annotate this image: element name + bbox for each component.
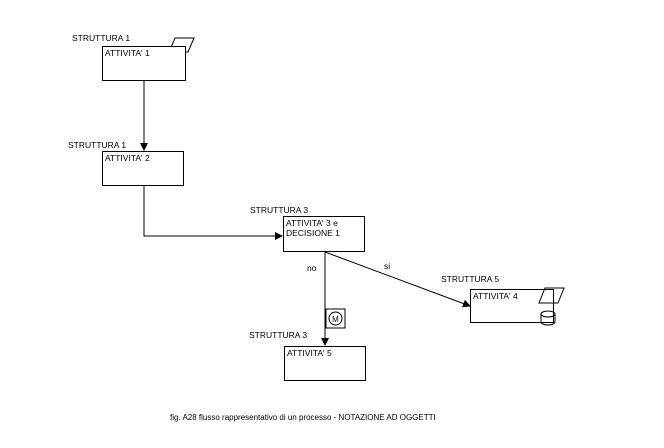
edge-2-to-3 — [143, 186, 283, 240]
activity-box: ATTIVITA' 5 — [284, 346, 366, 381]
activity-text: ATTIVITA' 2 — [105, 153, 150, 163]
figure-caption: fig. A28 flusso rappresentativo di un pr… — [170, 413, 436, 422]
m-symbol-icon: M — [325, 308, 346, 329]
activity-text: ATTIVITA' 5 — [287, 348, 332, 358]
activity-text: DECISIONE 1 — [286, 228, 340, 238]
structure-label: STRUTTURA 5 — [441, 274, 500, 284]
structure-label: STRUTTURA 3 — [249, 330, 308, 340]
activity-box: ATTIVITA' 1 — [102, 46, 186, 81]
activity-box: ATTIVITA' 4 — [470, 289, 554, 323]
edge-3-to-4-si — [324, 251, 471, 308]
edge-label-no: no — [307, 263, 317, 273]
activity-text: ATTIVITA' 4 — [473, 291, 518, 301]
edge-label-si: si — [384, 261, 391, 271]
activity-text: ATTIVITA' 1 — [105, 48, 150, 58]
structure-label: STRUTTURA 1 — [72, 33, 131, 43]
structure-label: STRUTTURA 1 — [68, 140, 127, 150]
activity-text: ATTIVITA' 3 e — [286, 218, 338, 228]
m-symbol-label: M — [332, 315, 339, 324]
structure-label: STRUTTURA 3 — [250, 205, 309, 215]
activity-box: ATTIVITA' 2 — [102, 151, 184, 186]
decision-box: ATTIVITA' 3 e DECISIONE 1 — [283, 216, 365, 252]
document-icon — [538, 287, 565, 304]
